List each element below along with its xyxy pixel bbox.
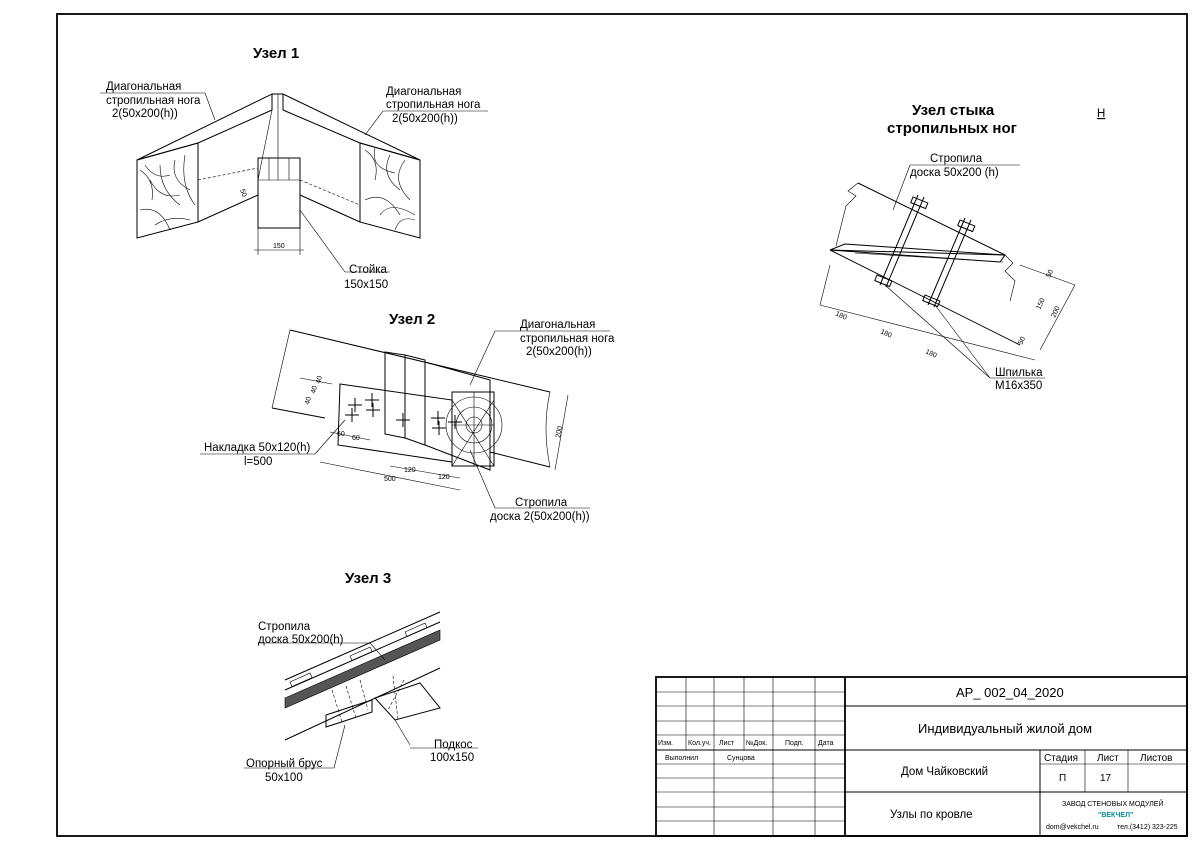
stamp-header-list: Лист bbox=[719, 740, 735, 747]
node-2-dim-40a: 40 bbox=[304, 396, 313, 405]
rafter-joint-drawing: Узел стыка стропильных ног Н 180 180 180 bbox=[819, 102, 1105, 392]
stamp-sheet-label: Лист bbox=[1097, 753, 1119, 764]
node-3-drawing: Узел 3 Стропила доска 50х200(h) Опорный … bbox=[244, 570, 478, 784]
node-1-left-label-1: Диагональная bbox=[106, 81, 181, 93]
node-2-dim-60a: 60 bbox=[337, 431, 345, 438]
stamp-company-1: ЗАВОД СТЕНОВЫХ МОДУЛЕЙ bbox=[1062, 799, 1164, 808]
stamp-code: АР_ 002_04_2020 bbox=[956, 685, 1064, 700]
node-2-top-label-3: 2(50х200(h)) bbox=[526, 346, 592, 358]
node-2-plate-label-2: l=500 bbox=[244, 456, 272, 468]
node-2-plate-label-1: Накладка 50х120(h) bbox=[204, 442, 311, 454]
stamp-phone: тел.(3412) 323-225 bbox=[1117, 824, 1178, 831]
node-1-dim-50: 50 bbox=[238, 188, 247, 198]
node-3-strut-label-2: 100х150 bbox=[430, 752, 474, 764]
stamp-performed-label: Выполнил bbox=[665, 755, 698, 762]
stamp-sheets-label: Листов bbox=[1140, 753, 1173, 764]
node-1-post-label-2: 150х150 bbox=[344, 279, 388, 291]
joint-stud-label-1: Шпилька bbox=[995, 367, 1043, 379]
stamp-location: Дом Чайковский bbox=[901, 766, 988, 778]
joint-rafter-label-1: Стропила bbox=[930, 153, 983, 165]
node-3-strut-label-1: Подкос bbox=[434, 739, 473, 751]
node-1-right-label-1: Диагональная bbox=[386, 86, 461, 98]
joint-title-1: Узел стыка bbox=[912, 102, 995, 119]
node-1-left-label-2: стропильная нога bbox=[106, 95, 201, 107]
node-2-top-label-2: стропильная нога bbox=[520, 333, 615, 345]
stamp-header-podp: Подп. bbox=[785, 740, 804, 747]
node-3-rafter-label-1: Стропила bbox=[258, 621, 311, 633]
stamp-performed-name: Сунцова bbox=[727, 755, 755, 762]
node-1-left-label-3: 2(50х200(h)) bbox=[112, 108, 178, 120]
joint-dim-180c: 180 bbox=[924, 348, 938, 359]
joint-marker: Н bbox=[1097, 108, 1105, 120]
stamp-stage-value: П bbox=[1059, 773, 1066, 784]
joint-dim-50a: 50 bbox=[1045, 269, 1055, 279]
joint-dim-150: 150 bbox=[1035, 297, 1046, 311]
joint-dim-180a: 180 bbox=[834, 310, 848, 321]
joint-title-2: стропильных ног bbox=[887, 120, 1017, 137]
stamp-stage-label: Стадия bbox=[1044, 753, 1078, 764]
node-2-dim-60b: 60 bbox=[352, 435, 360, 442]
node-2-top-label-1: Диагональная bbox=[520, 319, 595, 331]
stamp-sheet-title: Узлы по кровле bbox=[890, 809, 973, 821]
stamp-project: Индивидуальный жилой дом bbox=[918, 721, 1092, 736]
joint-dim-50b: 50 bbox=[1017, 336, 1027, 346]
stamp-company-2: "ВЕКЧЕЛ" bbox=[1098, 812, 1133, 819]
node-3-beam-label-1: Опорный брус bbox=[246, 758, 323, 770]
joint-stud-label-2: М16х350 bbox=[995, 380, 1042, 392]
node-3-rafter-label-2: доска 50х200(h) bbox=[258, 634, 344, 646]
node-1-title: Узел 1 bbox=[253, 45, 299, 62]
stamp-sheet-value: 17 bbox=[1100, 773, 1112, 784]
node-3-title: Узел 3 bbox=[345, 570, 391, 587]
joint-rafter-label-2: доска 50х200 (h) bbox=[910, 167, 999, 179]
joint-dim-200: 200 bbox=[1050, 305, 1061, 319]
node-1-drawing: Узел 1 150 50 Диагона bbox=[100, 45, 488, 291]
stamp-header-ndok: №Док. bbox=[746, 740, 767, 747]
node-1-post-label-1: Стойка bbox=[349, 264, 388, 276]
node-2-dim-40c: 40 bbox=[315, 375, 324, 384]
node-2-rafter-label-2: доска 2(50х200(h)) bbox=[490, 511, 590, 523]
node-2-drawing: Узел 2 40 40 40 bbox=[200, 311, 615, 523]
node-1-right-label-3: 2(50х200(h)) bbox=[392, 113, 458, 125]
stamp-header-izm: Изм. bbox=[658, 740, 673, 747]
node-2-title: Узел 2 bbox=[389, 311, 435, 328]
node-2-dim-40b: 40 bbox=[310, 385, 319, 394]
node-2-rafter-label-1: Стропила bbox=[515, 497, 568, 509]
joint-dim-180b: 180 bbox=[879, 328, 893, 339]
node-2-dim-500: 500 bbox=[384, 476, 396, 483]
node-1-dim-150: 150 bbox=[273, 243, 285, 250]
stamp-header-data: Дата bbox=[818, 740, 834, 747]
sheet-frame bbox=[56, 13, 1188, 837]
node-1-right-label-2: стропильная нога bbox=[386, 99, 481, 111]
stamp-email: dom@vekchel.ru bbox=[1046, 824, 1099, 831]
node-2-dim-120b: 120 bbox=[438, 474, 450, 481]
node-2-dim-120a: 120 bbox=[404, 467, 416, 474]
stamp-header-koluch: Кол.уч. bbox=[688, 740, 711, 747]
title-block: Изм. Кол.уч. Лист №Док. Подп. Дата Выпол… bbox=[655, 676, 1188, 837]
node-3-beam-label-2: 50х100 bbox=[265, 772, 303, 784]
node-2-dim-200: 200 bbox=[555, 426, 564, 439]
